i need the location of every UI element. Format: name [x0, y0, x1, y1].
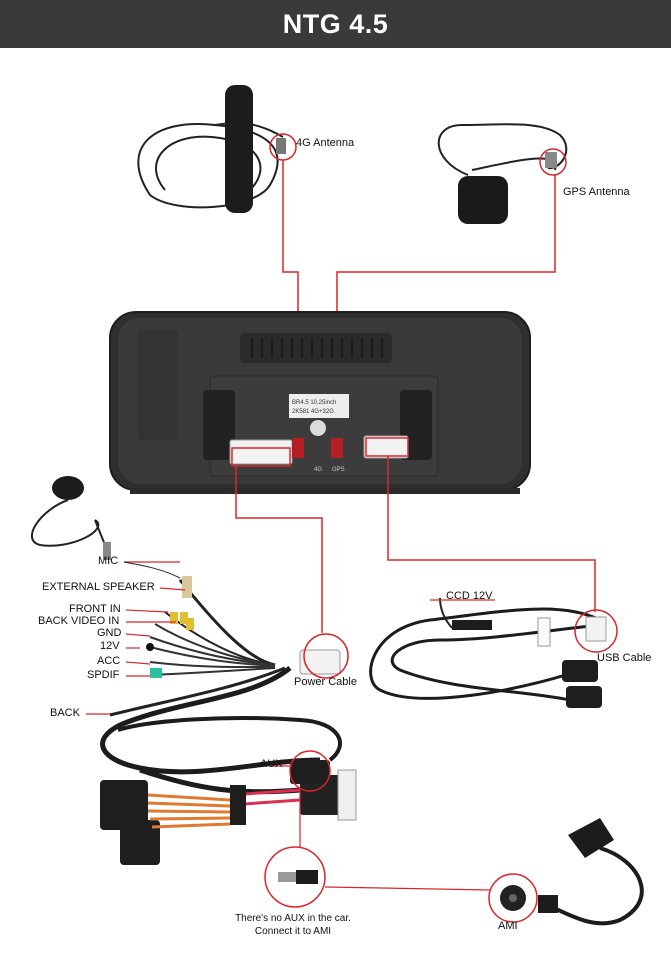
ami-cable-illustration	[538, 818, 644, 926]
aux-callout	[289, 750, 331, 792]
page-title: NTG 4.5	[282, 8, 389, 39]
ami-callout	[488, 873, 538, 923]
label-ccd-12v: CCD 12V	[446, 590, 493, 602]
label-ami: AMI	[498, 920, 518, 932]
label-acc: ACC	[97, 655, 121, 667]
label-back: BACK	[50, 707, 80, 719]
harness-leaders	[86, 561, 292, 767]
power-port-callout	[231, 447, 291, 467]
wiring-diagram: BR4.5 10.25inch 2K581 4G+32G 4G GPS	[30, 85, 644, 926]
aux-plug-callout	[264, 846, 326, 908]
port-gps-label: GPS	[332, 467, 345, 473]
label-mic: MIC	[98, 555, 119, 567]
aux-note-line1: There's no AUX in the car.	[235, 913, 351, 924]
sticker-line2: 2K581 4G+32G	[292, 409, 334, 415]
aux-note-line2: Connect it to AMI	[254, 926, 332, 937]
ami-jack	[500, 885, 526, 911]
gps-antenna-illustration	[437, 123, 568, 224]
label-gnd: GND	[97, 627, 122, 639]
leader-power	[235, 466, 323, 633]
label-spdif: SPDIF	[87, 669, 120, 681]
power-harness-illustration	[100, 576, 357, 865]
label-power-cable: Power Cable	[294, 676, 357, 688]
label-back-video-in: BACK VIDEO IN	[38, 615, 120, 627]
usb-cable-illustration	[369, 597, 607, 708]
label-aux: AUX	[260, 758, 283, 770]
usb-port-callout	[365, 437, 409, 457]
antenna-4g-illustration	[137, 85, 286, 213]
port-4g-label: 4G	[314, 467, 322, 473]
power-cable-callout	[303, 633, 349, 679]
aux-plug	[278, 870, 318, 884]
label-gps-antenna: GPS Antenna	[563, 186, 630, 198]
label-4g-antenna: 4G Antenna	[296, 137, 355, 149]
leader-usb	[387, 456, 596, 612]
gps-antenna-callout	[539, 148, 567, 176]
aux-to-ami-leader	[324, 886, 491, 891]
header-bar: NTG 4.5	[0, 0, 671, 48]
label-external-speaker: EXTERNAL SPEAKER	[42, 581, 155, 593]
label-12v: 12V	[100, 640, 120, 652]
label-front-in: FRONT IN	[69, 603, 121, 615]
mic-illustration	[30, 476, 111, 560]
aux-note: There's no AUX in the car. Connect it to…	[218, 912, 368, 938]
label-usb-cable: USB Cable	[597, 652, 652, 664]
sticker-line1: BR4.5 10.25inch	[292, 400, 336, 406]
harness-leader-curves	[123, 561, 181, 579]
usb-cable-callout	[574, 609, 618, 653]
